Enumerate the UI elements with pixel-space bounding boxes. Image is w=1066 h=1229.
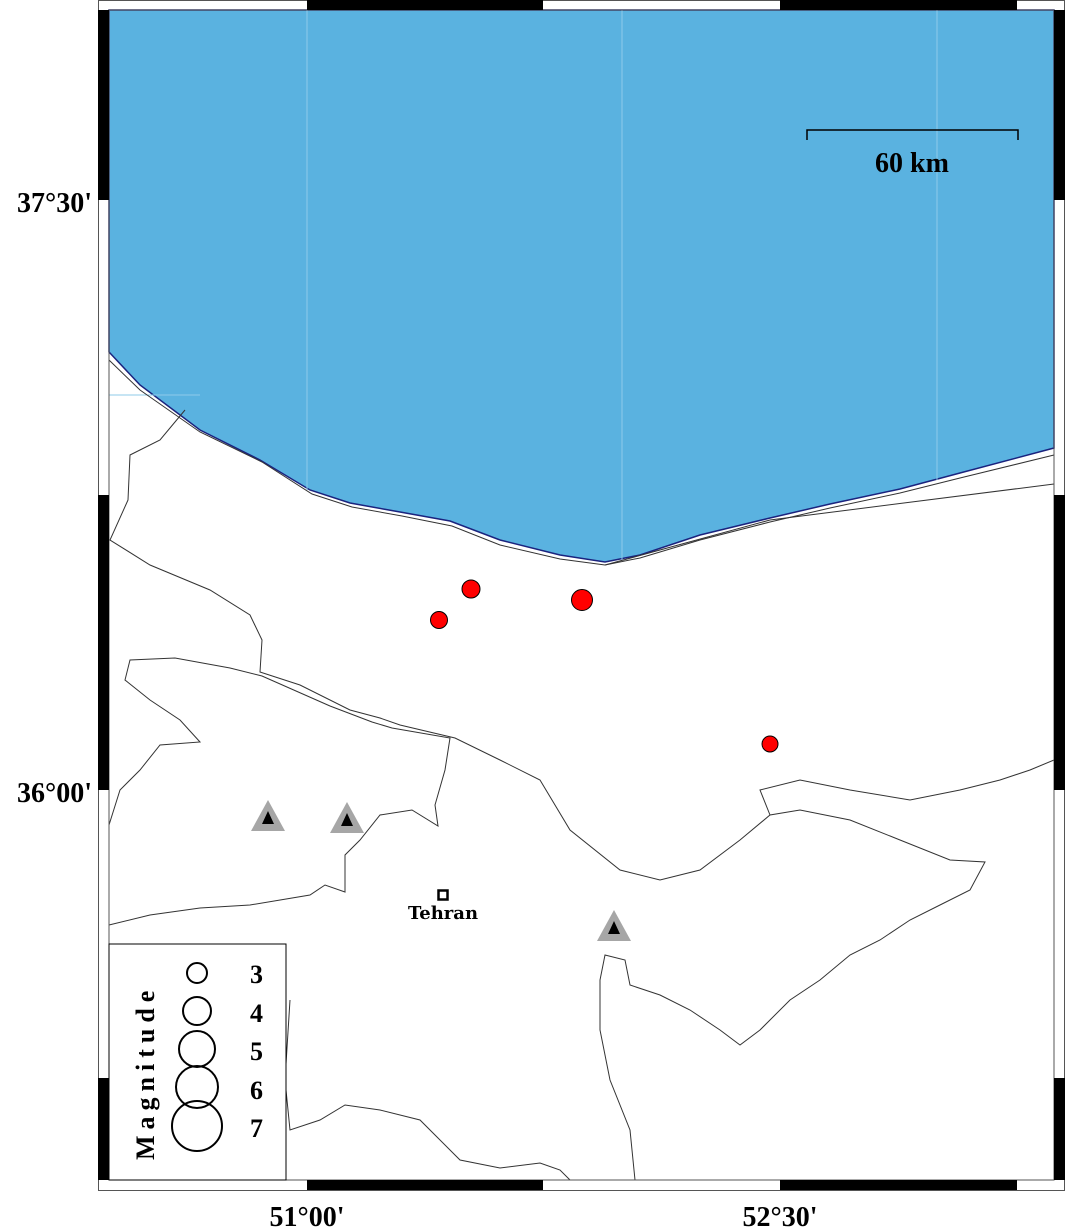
legend-label: 6 [250, 1076, 263, 1105]
province-borders [108, 359, 1055, 1181]
lon-label: 51°00' [270, 1202, 345, 1229]
earthquake-event[interactable] [461, 579, 481, 599]
lon-label: 52°30' [743, 1202, 818, 1229]
station-triangle-icon[interactable] [251, 800, 285, 831]
lat-label: 37°30' [17, 188, 92, 219]
caspian-sea [108, 9, 1055, 563]
legend-title: Magnitude [131, 985, 160, 1160]
map-frame [98, 0, 1065, 1191]
earthquake-event[interactable] [430, 611, 448, 629]
scale-bar-label: 60 km [875, 148, 949, 179]
lat-label: 36°00' [17, 778, 92, 809]
legend-circle-3 [186, 962, 208, 984]
earthquake-event[interactable] [761, 735, 779, 753]
graticule [109, 10, 938, 560]
scale-bar: 60 km [806, 129, 1019, 179]
station-triangle-icon[interactable] [597, 910, 631, 941]
legend-circle-6 [175, 1065, 219, 1109]
legend-label: 4 [250, 999, 263, 1028]
magnitude-legend: Magnitude 3 4 5 6 7 [108, 943, 287, 1181]
legend-circle-4 [182, 996, 212, 1026]
square-city-icon [437, 889, 449, 901]
legend-circle-7 [171, 1100, 223, 1152]
legend-label: 7 [250, 1114, 263, 1143]
legend-label: 5 [250, 1037, 263, 1066]
city-label: Tehran [408, 903, 478, 924]
station-triangle-icon[interactable] [330, 802, 364, 833]
earthquake-event[interactable] [571, 589, 593, 611]
legend-label: 3 [250, 960, 263, 989]
